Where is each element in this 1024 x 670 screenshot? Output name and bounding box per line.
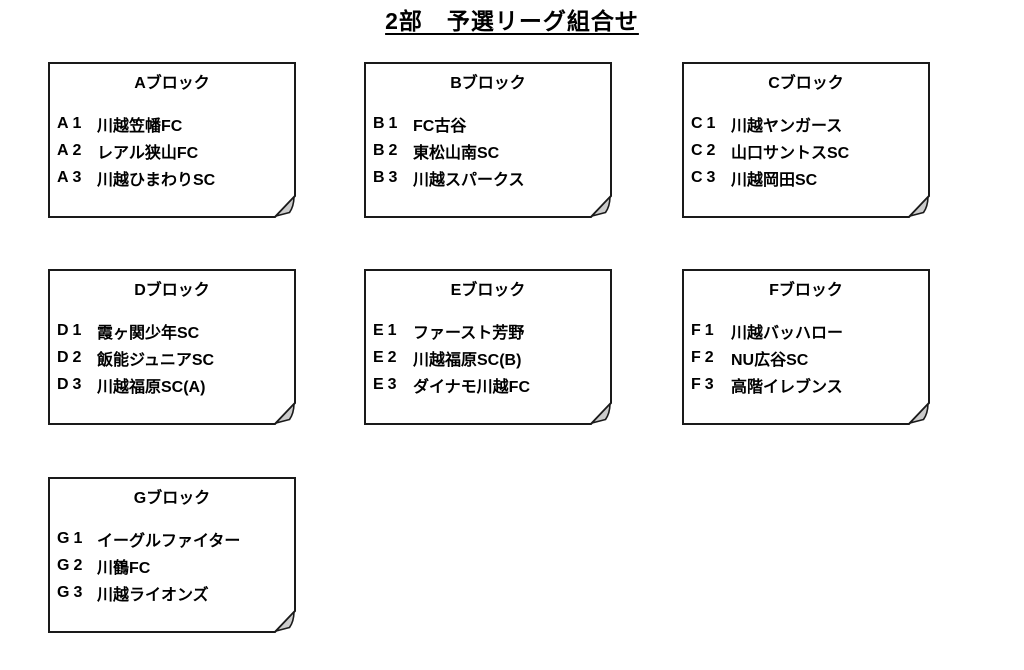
team-name: 高階イレブンス: [731, 378, 843, 396]
folded-note-icon: [48, 477, 296, 633]
folded-note-icon: [682, 62, 930, 218]
team-row: E3 ダイナモ川越FC: [373, 371, 604, 398]
team-code: G1: [57, 529, 87, 547]
block-title: Aブロック: [134, 75, 210, 92]
team-code: C3: [691, 168, 720, 186]
team-name: NU広谷SC: [731, 351, 809, 369]
team-name: 川越ヤンガース: [731, 117, 843, 135]
team-row: C2 山口サントスSC: [691, 137, 922, 164]
block-title: Bブロック: [450, 75, 526, 92]
team-name: 川越バッハロー: [731, 324, 844, 342]
team-name: レアル狭山FC: [97, 144, 199, 162]
folded-note-icon: [364, 62, 612, 218]
team-row: G1 イーグルファイター: [57, 525, 288, 552]
team-name: イーグルファイター: [97, 532, 241, 550]
team-code: A2: [57, 141, 86, 159]
team-code: E1: [373, 321, 401, 339]
team-name: 川越岡田SC: [731, 171, 818, 189]
team-code: D2: [57, 348, 86, 366]
team-row: E2 川越福原SC(B): [373, 344, 604, 371]
block-card-e: Eブロック E1 ファースト芳野 E2 川越福原SC(B) E3 ダイナモ川越F…: [364, 269, 612, 425]
team-code: C1: [691, 114, 720, 132]
team-name: ファースト芳野: [413, 324, 525, 342]
team-list: D1 霞ヶ関少年SC D2 飯能ジュニアSC D3 川越福原SC(A): [57, 317, 288, 398]
team-row: E1 ファースト芳野: [373, 317, 604, 344]
folded-note-icon: [682, 269, 930, 425]
block-title: Fブロック: [769, 282, 843, 299]
block-card-g: Gブロック G1 イーグルファイター G2 川鶴FC G3 川越ライオンズ: [48, 477, 296, 633]
team-name: 飯能ジュニアSC: [97, 351, 215, 369]
team-name: 霞ヶ関少年SC: [97, 324, 200, 342]
team-row: A2 レアル狭山FC: [57, 137, 288, 164]
team-name: 川鶴FC: [97, 559, 151, 577]
block-card-d: Dブロック D1 霞ヶ関少年SC D2 飯能ジュニアSC D3 川越福原SC(A…: [48, 269, 296, 425]
block-card-f: Fブロック F1 川越バッハロー F2 NU広谷SC F3 高階イレブンス: [682, 269, 930, 425]
team-list: C1 川越ヤンガース C2 山口サントスSC C3 川越岡田SC: [691, 110, 922, 191]
team-code: A3: [57, 168, 86, 186]
team-row: C1 川越ヤンガース: [691, 110, 922, 137]
team-list: E1 ファースト芳野 E2 川越福原SC(B) E3 ダイナモ川越FC: [373, 317, 604, 398]
folded-note-icon: [48, 62, 296, 218]
team-row: G2 川鶴FC: [57, 552, 288, 579]
block-card-b: Bブロック B1 FC古谷 B2 東松山南SC B3 川越スパークス: [364, 62, 612, 218]
team-row: A3 川越ひまわりSC: [57, 164, 288, 191]
team-code: G3: [57, 583, 87, 601]
folded-note-icon: [364, 269, 612, 425]
team-code: E2: [373, 348, 401, 366]
team-name: 川越福原SC(A): [97, 378, 206, 396]
team-row: F3 高階イレブンス: [691, 371, 922, 398]
team-code: F1: [691, 321, 718, 339]
team-code: E3: [373, 375, 401, 393]
team-name: 東松山南SC: [413, 144, 500, 162]
team-code: F2: [691, 348, 718, 366]
team-list: A1 川越笠幡FC A2 レアル狭山FC A3 川越ひまわりSC: [57, 110, 288, 191]
team-code: A1: [57, 114, 86, 132]
team-code: B3: [373, 168, 402, 186]
team-row: G3 川越ライオンズ: [57, 579, 288, 606]
team-code: G2: [57, 556, 87, 574]
block-title: Gブロック: [133, 490, 211, 507]
team-row: D3 川越福原SC(A): [57, 371, 288, 398]
block-title: Dブロック: [134, 282, 210, 299]
team-name: FC古谷: [413, 117, 467, 135]
team-row: D1 霞ヶ関少年SC: [57, 317, 288, 344]
team-name: 川越スパークス: [413, 171, 525, 189]
team-row: B1 FC古谷: [373, 110, 604, 137]
team-name: 山口サントスSC: [731, 144, 850, 162]
block-card-a: Aブロック A1 川越笠幡FC A2 レアル狭山FC A3 川越ひまわりSC: [48, 62, 296, 218]
team-code: D1: [57, 321, 86, 339]
block-card-c: Cブロック C1 川越ヤンガース C2 山口サントスSC C3 川越岡田SC: [682, 62, 930, 218]
page-title: 2部 予選リーグ組合せ: [385, 8, 639, 34]
team-row: A1 川越笠幡FC: [57, 110, 288, 137]
team-code: B2: [373, 141, 402, 159]
team-row: C3 川越岡田SC: [691, 164, 922, 191]
team-row: D2 飯能ジュニアSC: [57, 344, 288, 371]
block-title: Eブロック: [450, 282, 526, 299]
team-name: 川越ライオンズ: [97, 586, 209, 604]
block-title: Cブロック: [768, 75, 844, 92]
team-row: F2 NU広谷SC: [691, 344, 922, 371]
team-code: D3: [57, 375, 86, 393]
team-code: C2: [691, 141, 720, 159]
team-list: B1 FC古谷 B2 東松山南SC B3 川越スパークス: [373, 110, 604, 191]
folded-note-icon: [48, 269, 296, 425]
team-row: B3 川越スパークス: [373, 164, 604, 191]
team-name: 川越福原SC(B): [413, 351, 522, 369]
team-list: F1 川越バッハロー F2 NU広谷SC F3 高階イレブンス: [691, 317, 922, 398]
team-code: B1: [373, 114, 402, 132]
team-row: F1 川越バッハロー: [691, 317, 922, 344]
team-code: F3: [691, 375, 718, 393]
team-name: 川越笠幡FC: [97, 117, 183, 135]
team-name: 川越ひまわりSC: [97, 171, 216, 189]
team-name: ダイナモ川越FC: [413, 378, 531, 396]
team-row: B2 東松山南SC: [373, 137, 604, 164]
team-list: G1 イーグルファイター G2 川鶴FC G3 川越ライオンズ: [57, 525, 288, 606]
